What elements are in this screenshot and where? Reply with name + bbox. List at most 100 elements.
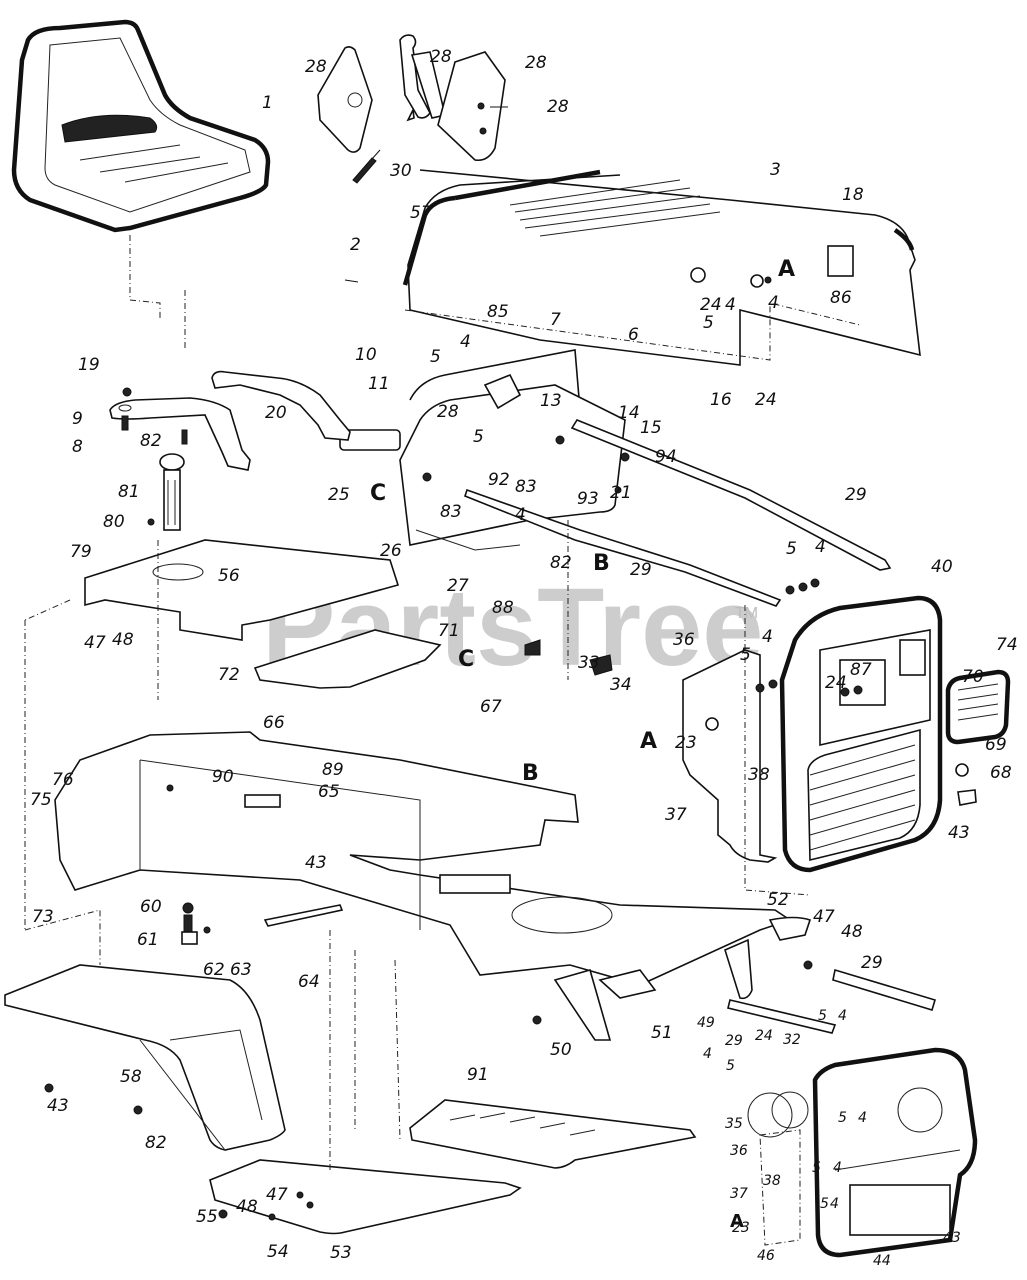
callout-seat: 1 <box>262 93 273 113</box>
callout-screw: 92 <box>488 470 510 490</box>
callout-bracket: 46 <box>757 1248 775 1264</box>
seat[interactable] <box>11 19 271 233</box>
callout-bracket: 28 <box>437 402 459 422</box>
callout-nut: 48 <box>841 922 863 942</box>
callout-grille-housing: 40 <box>931 557 953 577</box>
callout-seat-adjuster-pin: 30 <box>390 161 412 181</box>
callout-bolt: 50 <box>550 1040 572 1060</box>
callout-bolt: 61 <box>137 930 159 950</box>
callout-screw: 80 <box>103 512 125 532</box>
callout-screw: 35 <box>725 1116 743 1132</box>
callout-lock-washer: 5 <box>740 645 751 665</box>
callout-fuel-cap-sender: 81 <box>118 482 140 502</box>
callout-screw: 82 <box>145 1133 167 1153</box>
callout-seat-adjuster-lever: 28 <box>430 47 452 67</box>
ref-marker-a: A <box>730 1211 744 1232</box>
callout-dash-panel-cover: 7 <box>550 310 561 330</box>
callout-battery-cover: 66 <box>263 713 285 733</box>
grille-housing-alt[interactable] <box>812 1047 978 1258</box>
seat-adjuster[interactable] <box>317 34 508 184</box>
callout-nut: 4 <box>858 1110 867 1126</box>
callout-dash-panel: 13 <box>540 391 562 411</box>
callout-seat-adjuster-bolt: 28 <box>547 97 569 117</box>
callout-screw: 54 <box>267 1242 289 1262</box>
callout-screw: 43 <box>943 1230 961 1246</box>
callout-lock-washer: 5 <box>726 1058 735 1074</box>
callout-hood-decal: 18 <box>842 185 864 205</box>
callout-support-rod: 29 <box>630 560 652 580</box>
callout-bolt: 36 <box>673 630 695 650</box>
ref-marker-b: B <box>522 761 539 786</box>
callout-seat-adjuster-bracket-right: 28 <box>525 53 547 73</box>
ref-marker-b: B <box>593 551 610 576</box>
dash-panel[interactable] <box>339 349 626 551</box>
callout-bulb: 69 <box>985 735 1007 755</box>
fender[interactable] <box>4 964 286 1151</box>
callout-hood-trim: 57 <box>410 203 432 223</box>
callout-bolt: 36 <box>730 1143 748 1159</box>
callout-lock-washer: 5 <box>430 347 441 367</box>
callout-screw: 72 <box>218 665 240 685</box>
fuel-tank-cover[interactable] <box>84 539 400 641</box>
headlight-alt[interactable] <box>747 1091 809 1246</box>
callout-screw: 76 <box>52 770 74 790</box>
callout-clip: 25 <box>328 485 350 505</box>
callout-hinge-bolt: 6 <box>628 325 639 345</box>
battery-cover[interactable] <box>253 629 442 689</box>
callout-clip: 65 <box>318 782 340 802</box>
foot-plate[interactable] <box>209 1159 522 1235</box>
fuel-sender[interactable] <box>159 453 185 531</box>
grille-housing[interactable] <box>779 595 943 873</box>
hood[interactable] <box>402 169 921 366</box>
callout-nut: 4 <box>762 627 773 647</box>
callout-frame-bracket: 73 <box>32 907 54 927</box>
support-rods[interactable] <box>464 419 936 1034</box>
callout-screw: 38 <box>763 1173 781 1189</box>
headlight[interactable] <box>945 669 1011 745</box>
callout-footrest: 91 <box>467 1065 489 1085</box>
assembly-lines <box>24 235 811 1170</box>
footrest[interactable] <box>409 1099 697 1169</box>
callout-nut: 48 <box>112 630 134 650</box>
seat-rail[interactable] <box>109 370 351 471</box>
callout-screw: 82 <box>550 553 572 573</box>
callout-hood-screw: 2 <box>350 235 361 255</box>
callout-side-panel: 23 <box>675 733 697 753</box>
callout-fuel-tank-cover: 79 <box>70 542 92 562</box>
rod-64[interactable] <box>263 904 344 927</box>
callout-nut: 4 <box>830 1196 839 1212</box>
callout-hood-bumper: 86 <box>830 288 852 308</box>
fasteners <box>44 267 977 1221</box>
callout-spring: 63 <box>230 960 252 980</box>
callout-side-panel: 23 <box>732 1220 750 1236</box>
callout-headlight: 70 <box>962 667 984 687</box>
callout-spring: 14 <box>618 403 640 423</box>
callout-screw: 21 <box>610 483 632 503</box>
callout-nut: 4 <box>515 505 526 525</box>
callout-bolt: 16 <box>710 390 732 410</box>
callout-hood: 3 <box>770 160 781 180</box>
callout-screw: 83 <box>440 502 462 522</box>
callout-washer: 37 <box>730 1186 748 1202</box>
callout-key-switch: 67 <box>480 697 502 717</box>
callout-lock-washer: 5 <box>838 1110 847 1126</box>
callout-nut: 60 <box>140 897 162 917</box>
callout-nut: 87 <box>850 660 872 680</box>
callout-support-rod: 29 <box>861 953 883 973</box>
callout-front-bracket: 51 <box>651 1023 673 1043</box>
callout-washer: 24 <box>755 1028 773 1044</box>
callout-hood-clip: 85 <box>487 302 509 322</box>
callout-screw: 47 <box>813 907 835 927</box>
callout-lock-washer: 5 <box>812 1160 821 1176</box>
callout-washer: 37 <box>665 805 687 825</box>
callout-light-switch: 34 <box>610 675 632 695</box>
callout-washer: 62 <box>203 960 225 980</box>
frame[interactable] <box>54 731 812 1041</box>
ref-marker-a: A <box>778 257 795 282</box>
side-panel[interactable] <box>682 649 778 863</box>
callout-screw: 75 <box>30 790 52 810</box>
callout-seat-rail: 20 <box>265 403 287 423</box>
callout-nut: 4 <box>703 1046 712 1062</box>
